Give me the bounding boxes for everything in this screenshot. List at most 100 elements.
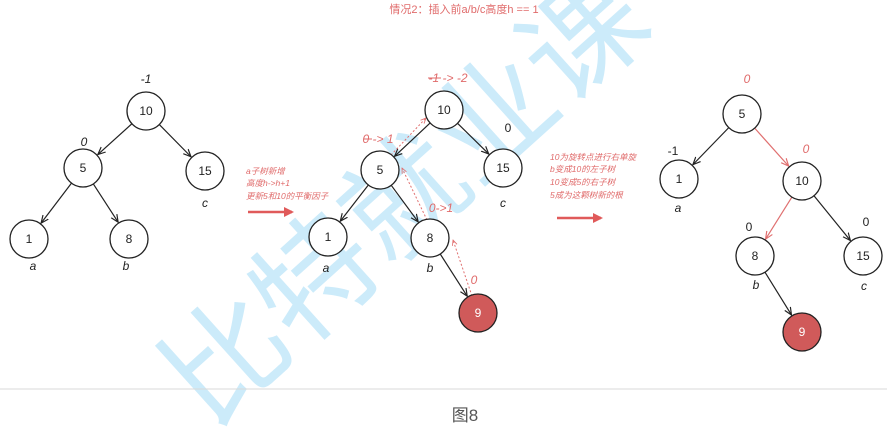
tree1-bf-10: -1 xyxy=(141,72,152,86)
node-key: 15 xyxy=(856,249,870,263)
note-rotate-line-4: 5成为这颗树新的根 xyxy=(550,190,624,200)
tree3-bf-15: 0 xyxy=(863,215,870,229)
node-key: 1 xyxy=(26,232,33,246)
node-circle xyxy=(360,150,400,190)
node-key: 15 xyxy=(198,164,212,178)
node-key: 5 xyxy=(739,107,746,121)
node-key: 10 xyxy=(437,103,451,117)
tree2-edge-8-9 xyxy=(439,253,467,296)
node-circle xyxy=(424,90,464,130)
tree1-node-5: 5 xyxy=(63,148,103,188)
tree2-bf-9: 0 xyxy=(471,273,478,287)
node-key: 1 xyxy=(325,230,332,244)
figure-caption: 图8 xyxy=(452,406,478,425)
tree1-subtree-b: b xyxy=(123,259,130,273)
tree3-subtree-c: c xyxy=(861,279,867,293)
tree3-node-1: 1 xyxy=(659,159,699,199)
tree3-bf-5: 0 xyxy=(744,72,751,86)
tree1-node-15: 15 xyxy=(185,151,225,191)
node-key: 1 xyxy=(676,172,683,186)
node-circle xyxy=(782,161,822,201)
node-key: 8 xyxy=(427,231,434,245)
node-circle xyxy=(185,151,225,191)
node-circle xyxy=(659,159,699,199)
node-key: 10 xyxy=(795,174,809,188)
tree3-bf-8: 0 xyxy=(746,220,753,234)
tree2-node-10: 10 xyxy=(424,90,464,130)
node-key: 10 xyxy=(139,104,153,118)
diagram-title: 情况2：插入前a/b/c高度h == 1 xyxy=(389,2,538,16)
node-key: 9 xyxy=(475,306,482,320)
note-rotate-line-2: b变成10的左子树 xyxy=(550,164,617,174)
tree3-edge-5-10 xyxy=(754,127,789,166)
tree1-bf-5: 0 xyxy=(81,135,88,149)
tree2-node-15: 15 xyxy=(483,148,523,188)
tree1-subtree-a: a xyxy=(30,259,37,273)
node-circle xyxy=(458,293,498,333)
tree2-bf-15: 0 xyxy=(505,121,512,135)
tree1-node-1: 1 xyxy=(9,219,49,259)
note-rotate-line-3: 10变成5的右子树 xyxy=(550,177,617,187)
node-key: 9 xyxy=(799,325,806,339)
node-circle xyxy=(735,236,775,276)
tree2-node-9: 9 xyxy=(458,293,498,333)
tree2-edge-5-1 xyxy=(340,184,369,221)
update-path xyxy=(390,118,473,297)
tree2-bf-8: 0->1 xyxy=(429,201,453,215)
note-insert: a子树新增 高度h->h+1 更新5和10的平衡因子 xyxy=(246,166,329,201)
tree1-edge-10-15 xyxy=(158,124,191,157)
node-key: 5 xyxy=(80,161,87,175)
node-circle xyxy=(109,219,149,259)
tree-edges xyxy=(41,122,850,315)
tree3-subtree-b: b xyxy=(753,278,760,292)
tree2-bf-5: 0 -> 1 xyxy=(362,132,393,146)
tree3-edge-8-9 xyxy=(764,271,791,315)
note-insert-line-3: 更新5和10的平衡因子 xyxy=(246,191,329,201)
tree2-node-1: 1 xyxy=(308,217,348,257)
node-circle xyxy=(782,312,822,352)
tree3-bf-10: 0 xyxy=(803,142,810,156)
node-circle xyxy=(483,148,523,188)
tree3-edge-10-15 xyxy=(813,195,850,241)
tree3-edge-5-1 xyxy=(693,127,730,165)
tree1-edge-5-8 xyxy=(92,183,118,222)
tree1-node-8: 8 xyxy=(109,219,149,259)
node-key: 8 xyxy=(126,232,133,246)
tree2-edge-10-5 xyxy=(395,122,431,156)
tree1-edge-10-5 xyxy=(98,123,133,155)
tree2-edge-5-8 xyxy=(390,184,418,222)
tree3-bf-1: -1 xyxy=(668,144,679,158)
tree2-subtree-a: a xyxy=(323,261,330,275)
tree2-edge-10-15 xyxy=(457,122,489,154)
update-path-arrow-2 xyxy=(401,168,428,221)
tree3-edge-10-8 xyxy=(766,196,793,239)
watermark-text: 比特就业课 xyxy=(136,0,675,433)
tree2-bf-10: -1 -> -2 xyxy=(428,71,467,85)
tree1-edge-5-1 xyxy=(41,182,72,223)
note-rotate: 10为旋转点进行右单旋 b变成10的左子树 10变成5的右子树 5成为这颗树新的… xyxy=(550,152,637,200)
node-circle xyxy=(126,91,166,131)
node-circle xyxy=(63,148,103,188)
tree3-node-15: 15 xyxy=(843,236,883,276)
node-circle xyxy=(410,218,450,258)
tree3-node-9: 9 xyxy=(782,312,822,352)
node-circle xyxy=(843,236,883,276)
node-circle xyxy=(308,217,348,257)
update-path-arrow-3 xyxy=(390,118,426,156)
node-circle xyxy=(9,219,49,259)
node-key: 8 xyxy=(752,249,759,263)
tree1-node-10: 10 xyxy=(126,91,166,131)
note-insert-line-1: a子树新增 xyxy=(246,166,286,176)
tree2-node-8: 8 xyxy=(410,218,450,258)
watermark: 比特就业课 xyxy=(136,0,675,433)
tree3-node-8: 8 xyxy=(735,236,775,276)
tree2-subtree-c: c xyxy=(500,196,506,210)
note-insert-line-2: 高度h->h+1 xyxy=(246,178,290,188)
tree1-subtree-c: c xyxy=(202,196,208,210)
tree3-node-5: 5 xyxy=(722,94,762,134)
tree2-subtree-b: b xyxy=(427,261,434,275)
